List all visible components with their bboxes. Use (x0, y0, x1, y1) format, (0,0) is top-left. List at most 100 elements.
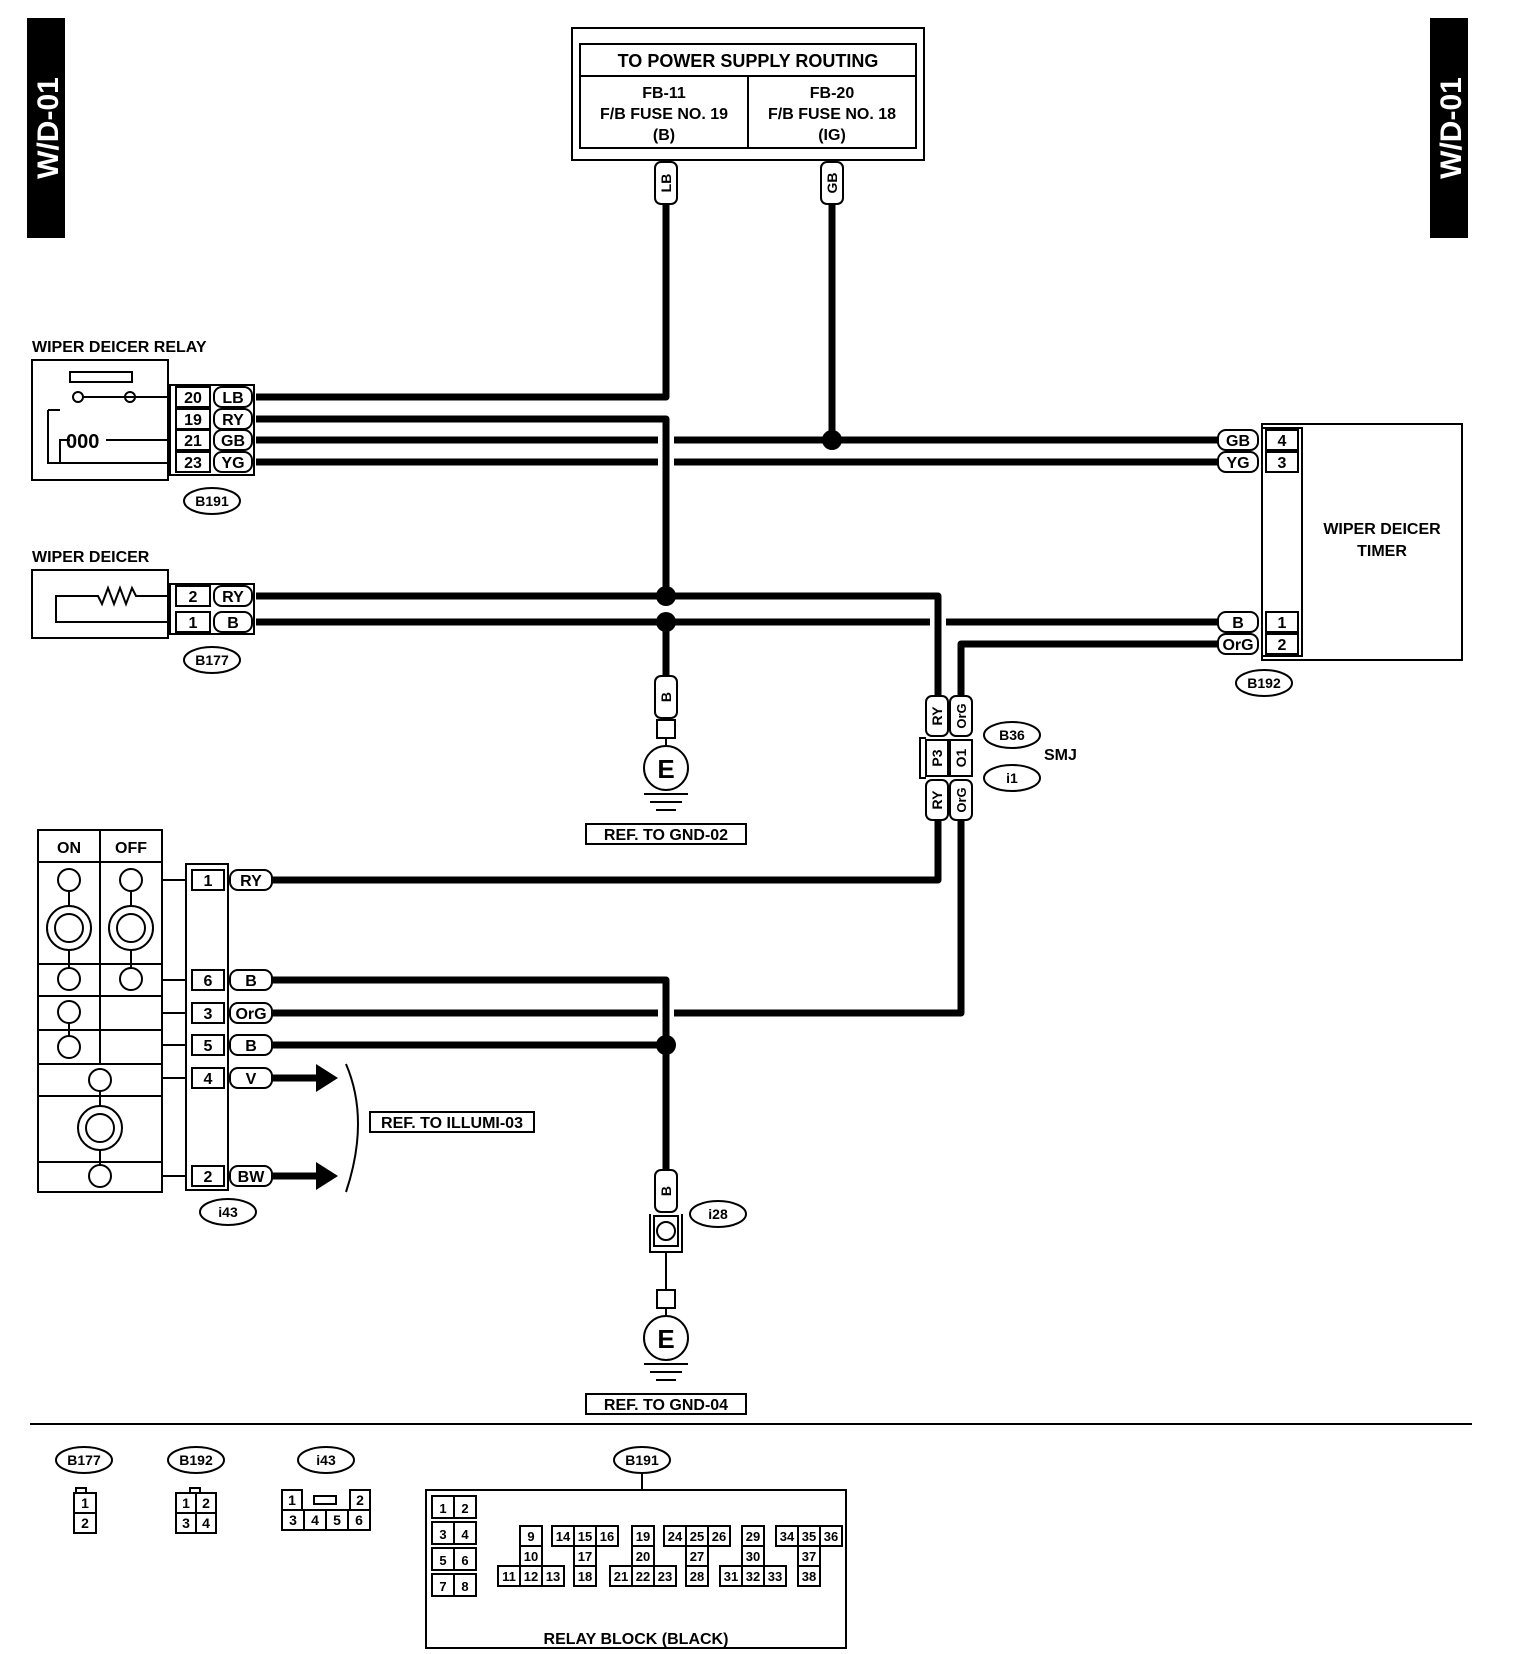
svg-text:3: 3 (204, 1006, 213, 1023)
svg-text:YG: YG (1226, 455, 1249, 472)
svg-text:B: B (658, 1186, 674, 1196)
svg-text:5: 5 (333, 1512, 341, 1528)
svg-text:5: 5 (204, 1038, 213, 1055)
legend-b177: B177 1 2 (55, 1446, 113, 1534)
relay-block-cell (595, 1525, 619, 1547)
fuse-right-line2: F/B FUSE NO. 18 (768, 106, 896, 123)
switch-pin-row-3: 5 B (191, 1034, 273, 1056)
svg-text:B: B (1232, 615, 1244, 632)
page-tab-left: W/D-01 (27, 18, 65, 238)
relay-block-pin: 35 (802, 1529, 816, 1544)
svg-text:4: 4 (1278, 433, 1287, 450)
fuse-left-line3: (B) (653, 127, 675, 144)
switch-pin-row-4: 4 V (191, 1067, 273, 1089)
svg-text:4: 4 (204, 1071, 213, 1088)
relay-pin-row-2: 21 GB (175, 429, 253, 451)
relay-block-pin: 15 (578, 1529, 592, 1544)
illumi-arrows (316, 1063, 359, 1193)
svg-text:RY: RY (222, 589, 244, 606)
svg-text:2: 2 (189, 589, 198, 606)
ground-1-symbol: E (657, 754, 674, 784)
fuse-right-line1: FB-20 (810, 85, 855, 102)
smj-label: SMJ (1044, 747, 1077, 764)
wires (256, 204, 1218, 1180)
svg-text:1: 1 (288, 1492, 296, 1508)
fuse-left-line2: F/B FUSE NO. 19 (600, 106, 728, 123)
relay-block-pin: 9 (527, 1529, 534, 1544)
svg-text:GB: GB (824, 173, 840, 194)
relay-pin-row-1: 19 RY (175, 408, 253, 430)
svg-text:B192: B192 (179, 1452, 213, 1468)
relay-block-pin: 33 (768, 1569, 782, 1584)
relay-block-pin: 6 (461, 1553, 468, 1568)
svg-text:23: 23 (184, 455, 202, 472)
connector-i28: i28 (689, 1200, 747, 1228)
relay-block-pin: 22 (636, 1569, 650, 1584)
illumi-ref: REF. TO ILLUMI-03 (369, 1111, 535, 1133)
svg-text:3: 3 (1278, 455, 1287, 472)
wiper-deicer: WIPER DEICER (31, 549, 255, 639)
svg-text:OrG: OrG (1222, 637, 1253, 654)
svg-text:LB: LB (658, 174, 674, 193)
wire-tag-gb-top: GB (820, 161, 844, 205)
svg-text:B191: B191 (195, 493, 229, 509)
svg-text:B191: B191 (625, 1452, 659, 1468)
relay-pin-row-0: 20 LB (175, 386, 253, 408)
svg-text:B: B (245, 973, 257, 990)
page-tab-right: W/D-01 (1430, 18, 1468, 238)
relay-block-pin: 8 (461, 1579, 468, 1594)
svg-text:2: 2 (204, 1169, 213, 1186)
svg-text:1: 1 (189, 615, 198, 632)
fuse-right-line3: (IG) (818, 127, 846, 144)
relay-pin-row-3: 23 YG (175, 451, 253, 473)
ground-1-ref: REF. TO GND-02 (604, 827, 728, 844)
relay-block-cell (797, 1565, 821, 1587)
svg-text:RY: RY (240, 873, 262, 890)
relay-block-cell (653, 1565, 677, 1587)
svg-text:B: B (245, 1038, 257, 1055)
svg-text:1: 1 (204, 873, 213, 890)
svg-text:BW: BW (238, 1169, 266, 1186)
svg-text:RY: RY (222, 412, 244, 429)
relay-block-pin: 20 (636, 1549, 650, 1564)
relay-block-pin: 14 (556, 1529, 571, 1544)
svg-text:1: 1 (1278, 615, 1287, 632)
relay-block-pin: 27 (690, 1549, 704, 1564)
svg-text:LB: LB (222, 390, 243, 407)
relay-coil: 000 (66, 431, 99, 453)
smj-junction: RY OrG P3 O1 RY OrG (919, 695, 973, 821)
svg-text:4: 4 (311, 1512, 319, 1528)
connector-i43: i43 (199, 1198, 257, 1226)
relay-block-pin: 38 (802, 1569, 816, 1584)
relay-block-pin: 25 (690, 1529, 704, 1544)
svg-text:2: 2 (81, 1515, 89, 1531)
relay-block-pin: 13 (546, 1569, 560, 1584)
relay-block-pin: 36 (824, 1529, 838, 1544)
deicer-pin-row-0: 2 RY (175, 585, 253, 607)
svg-text:2: 2 (1278, 637, 1287, 654)
relay-block-pin: 19 (636, 1529, 650, 1544)
svg-text:B192: B192 (1247, 675, 1281, 691)
timer-pin-row-0: GB 4 (1217, 429, 1299, 451)
svg-text:i28: i28 (708, 1206, 728, 1222)
relay-block-pin: 30 (746, 1549, 760, 1564)
svg-text:1: 1 (182, 1495, 190, 1511)
svg-text:21: 21 (184, 433, 202, 450)
relay-block-pin: 18 (578, 1569, 592, 1584)
svg-text:REF. TO ILLUMI-03: REF. TO ILLUMI-03 (381, 1115, 523, 1132)
svg-text:20: 20 (184, 390, 202, 407)
svg-text:OrG: OrG (954, 787, 969, 812)
svg-text:6: 6 (204, 973, 213, 990)
relay-block-pin: 23 (658, 1569, 672, 1584)
timer-pin-row-3: OrG 2 (1217, 633, 1299, 655)
svg-text:B: B (658, 692, 674, 702)
svg-text:RY: RY (929, 706, 945, 726)
svg-text:GB: GB (1226, 433, 1250, 450)
switch-pin-row-2: 3 OrG (191, 1002, 273, 1024)
relay-block-pin: 11 (502, 1569, 516, 1584)
relay-block-cell (707, 1525, 731, 1547)
relay-block-cell (573, 1565, 597, 1587)
svg-text:YG: YG (221, 455, 244, 472)
timer-pin-row-1: YG 3 (1217, 451, 1299, 473)
